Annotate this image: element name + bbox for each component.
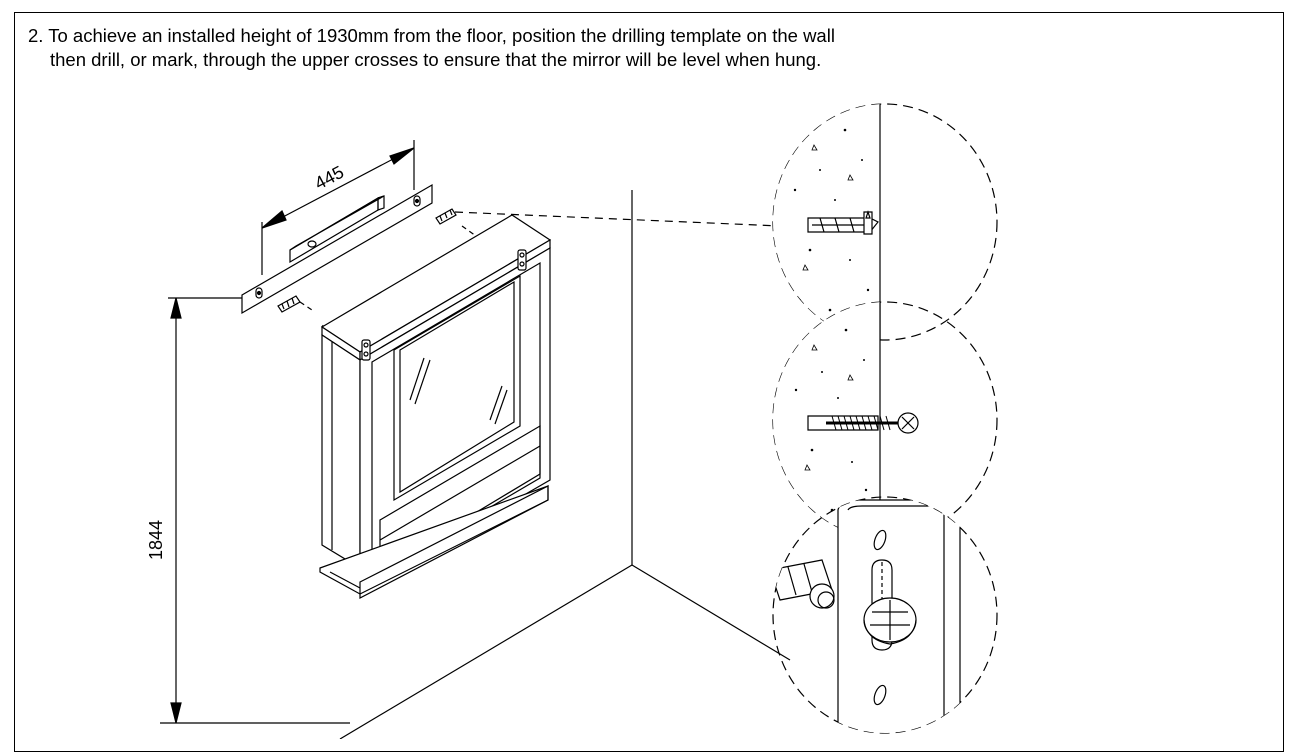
wall-plug-right (435, 208, 457, 225)
cabinet-bracket-left (361, 339, 371, 361)
height-dimension-label: 1844 (146, 520, 166, 560)
room-corner-lines (339, 190, 791, 739)
template-slot-right (413, 195, 421, 207)
width-dimension-label: 445 (311, 162, 347, 194)
template-slot-left (255, 287, 263, 299)
spirit-level (289, 195, 385, 264)
width-dimension: 445 (261, 140, 415, 275)
detail-leader-line (454, 211, 781, 227)
height-dimension: 1844 (146, 297, 350, 724)
instruction-line-1: 2. To achieve an installed height of 193… (28, 25, 835, 46)
instruction-text: 2. To achieve an installed height of 193… (28, 24, 1248, 72)
detail-bracket-on-screw (772, 496, 998, 734)
instruction-line-2: then drill, or mark, through the upper c… (50, 49, 822, 70)
mirror-cabinet (319, 214, 552, 599)
drilling-template (241, 183, 433, 315)
wall-plug-left (277, 295, 313, 313)
cabinet-bracket-right (517, 249, 527, 271)
